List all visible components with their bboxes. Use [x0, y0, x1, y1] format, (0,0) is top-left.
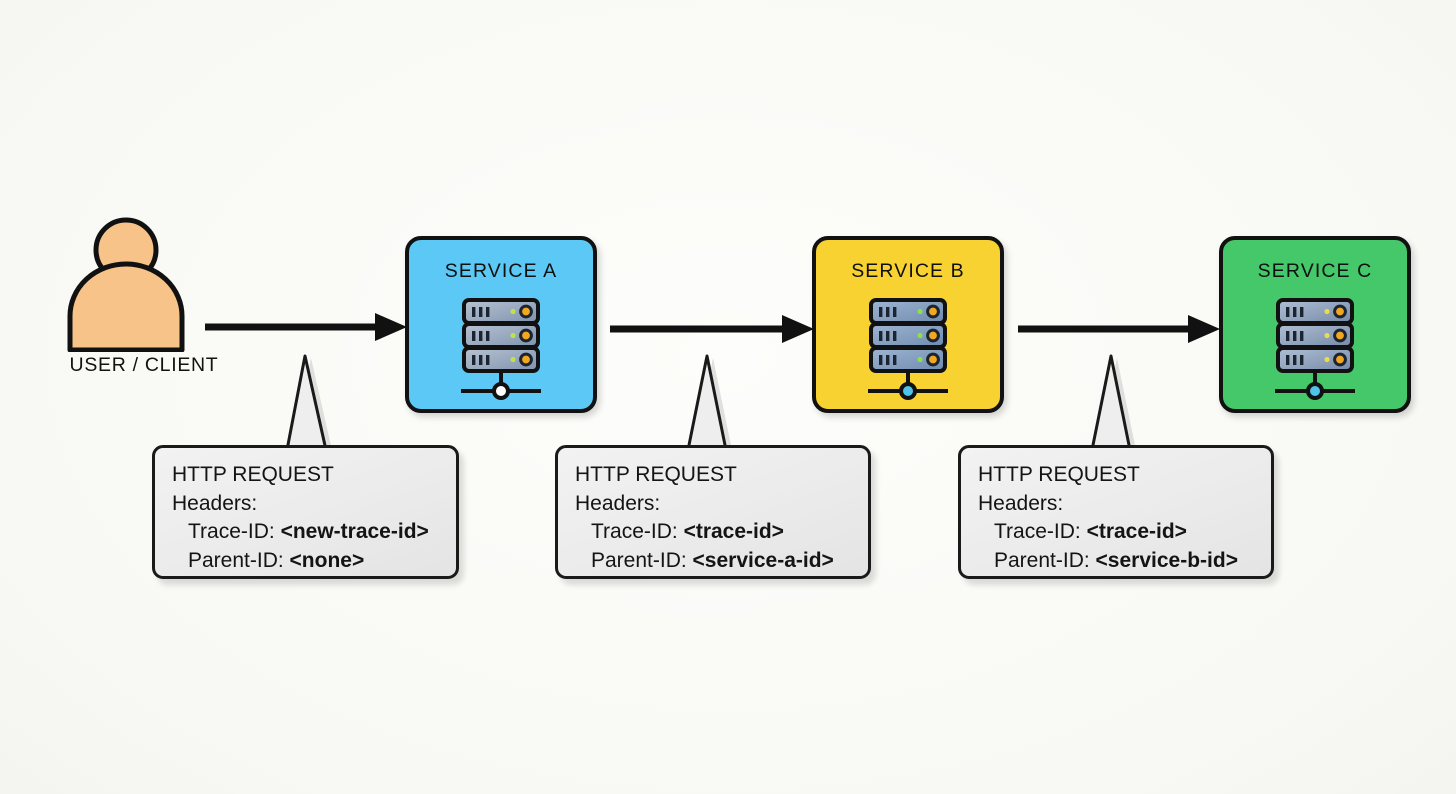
server-rack-icon	[862, 298, 954, 409]
callout-title: HTTP REQUEST	[172, 463, 334, 486]
callout-row-trace-id: Trace-ID: <new-trace-id>	[172, 518, 440, 547]
actor-user-client: USER / CLIENT	[44, 212, 244, 392]
service-box-a[interactable]: SERVICE A	[405, 236, 597, 413]
server-rack-icon	[1269, 298, 1361, 409]
callout-box-1: HTTP REQUEST Headers: Trace-ID: <new-tra…	[152, 445, 459, 579]
callout-row-value: <service-a-id>	[692, 548, 834, 572]
callout-title: HTTP REQUEST	[978, 463, 1140, 486]
callout-row-key: Trace-ID:	[591, 520, 684, 543]
callout-row-key: Parent-ID:	[994, 548, 1096, 572]
service-c-title: SERVICE C	[1257, 260, 1373, 282]
callout-http-request-2: HTTP REQUEST Headers: Trace-ID: <trace-i…	[545, 348, 885, 598]
callout-box-3: HTTP REQUEST Headers: Trace-ID: <trace-i…	[958, 445, 1274, 579]
callout-http-request-1: HTTP REQUEST Headers: Trace-ID: <new-tra…	[140, 348, 480, 598]
callout-headers-label: Headers:	[172, 491, 258, 515]
callout-title: HTTP REQUEST	[575, 463, 737, 486]
callout-row-trace-id: Trace-ID: <trace-id>	[978, 518, 1255, 547]
callout-row-value: <trace-id>	[683, 520, 784, 543]
service-box-c[interactable]: SERVICE C	[1219, 236, 1411, 413]
callout-headers-label: Headers:	[575, 491, 661, 515]
callout-row-key: Parent-ID:	[591, 548, 693, 572]
callout-row-parent-id: Parent-ID: <none>	[172, 547, 440, 576]
service-a-title: SERVICE A	[444, 260, 558, 282]
server-rack-icon	[455, 298, 547, 409]
arrow-service-a-to-service-b	[608, 314, 816, 344]
callout-box-2: HTTP REQUEST Headers: Trace-ID: <trace-i…	[555, 445, 871, 579]
callout-row-parent-id: Parent-ID: <service-a-id>	[575, 547, 852, 576]
arrow-service-b-to-service-c	[1016, 314, 1222, 344]
callout-row-value: <service-b-id>	[1095, 548, 1238, 572]
callout-row-value: <none>	[289, 548, 365, 572]
service-box-b[interactable]: SERVICE B	[812, 236, 1004, 413]
callout-row-value: <trace-id>	[1086, 520, 1187, 543]
actor-label: USER / CLIENT	[69, 354, 219, 376]
callout-row-trace-id: Trace-ID: <trace-id>	[575, 518, 852, 547]
callout-row-key: Trace-ID:	[994, 520, 1087, 543]
service-b-title: SERVICE B	[851, 260, 965, 282]
arrow-user-to-service-a	[203, 312, 409, 342]
callout-headers-label: Headers:	[978, 491, 1064, 515]
callout-http-request-3: HTTP REQUEST Headers: Trace-ID: <trace-i…	[948, 348, 1288, 598]
callout-row-value: <new-trace-id>	[280, 520, 429, 543]
callout-row-parent-id: Parent-ID: <service-b-id>	[978, 547, 1255, 576]
user-person-icon	[44, 212, 244, 353]
callout-row-key: Parent-ID:	[188, 548, 290, 572]
callout-row-key: Trace-ID:	[188, 520, 281, 543]
